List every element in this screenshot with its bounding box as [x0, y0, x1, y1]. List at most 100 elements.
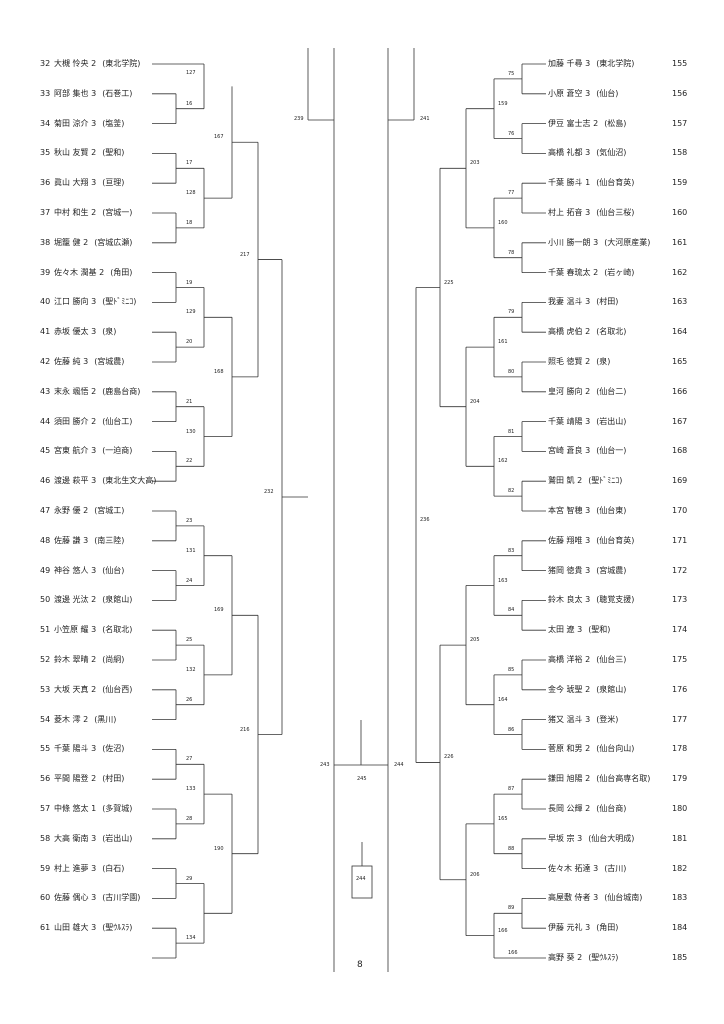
right-entry: 小川 勝一朗 3(大河原産業) — [548, 238, 650, 248]
player-name: 千葉 陽斗 3 — [54, 744, 97, 754]
right-entry: 長岡 公輝 2(仙台商) — [548, 804, 626, 814]
entry-number: 44 — [40, 416, 51, 426]
school-name: (仙台) — [102, 565, 125, 575]
player-name: 鈴木 良太 3 — [548, 595, 591, 605]
player-name: 伊豆 富士志 2 — [548, 118, 599, 128]
match-number: 132 — [186, 666, 196, 673]
player-name: 宮東 航介 3 — [54, 446, 97, 456]
match-number: 75 — [508, 70, 515, 77]
school-name: (宮城農) — [94, 357, 125, 366]
player-name: 阿部 集也 3 — [54, 88, 97, 98]
entry-number: 34 — [40, 118, 51, 128]
match-number: 80 — [508, 368, 515, 375]
entry-number: 38 — [40, 237, 51, 247]
match-number: 76 — [508, 130, 515, 137]
school-name: (白石) — [102, 863, 125, 873]
school-name: (仙台二) — [596, 386, 627, 396]
player-name: 鎌田 旭陽 2 — [548, 774, 591, 784]
player-name: 加藤 千尋 3 — [548, 59, 591, 68]
school-name: (聖ﾄﾞﾐﾆｺ) — [102, 297, 137, 307]
school-name: (岩出山) — [596, 416, 627, 426]
school-name: (宮城工) — [94, 506, 125, 515]
player-name: 中村 和生 2 — [54, 208, 97, 217]
match-number: 161 — [498, 339, 508, 346]
school-name: (仙台育英) — [596, 535, 635, 545]
match-number: 226 — [444, 754, 454, 761]
school-name: (塩釜) — [102, 118, 125, 128]
right-entry: 村上 拓音 3(仙台三桜) — [548, 208, 634, 218]
player-name: 菊田 涼介 3 — [54, 118, 97, 128]
entry-number: 163 — [672, 297, 688, 307]
match-number: 164 — [498, 696, 508, 703]
entry-number: 53 — [40, 684, 51, 694]
player-name: 佐藤 純 3 — [54, 357, 89, 366]
match-number: 217 — [240, 251, 250, 258]
player-name: 眞山 大翔 3 — [54, 178, 97, 188]
match-number: 88 — [508, 845, 515, 852]
entry-number: 173 — [672, 595, 688, 605]
right-entry: 加藤 千尋 3(東北学院) — [548, 59, 634, 69]
match-number: 127 — [186, 70, 196, 77]
right-entry: 小原 蒼空 3(仙台) — [548, 89, 618, 99]
match-number: 160 — [498, 219, 508, 226]
player-name: 太田 遼 3 — [548, 625, 583, 635]
entry-number: 182 — [672, 863, 688, 873]
match-number: 21 — [186, 398, 193, 405]
player-name: 猪岡 徳貴 3 — [548, 565, 591, 575]
school-name: (角田) — [110, 267, 133, 277]
match-number: 133 — [186, 786, 196, 793]
entry-number: 183 — [672, 893, 688, 903]
entry-number: 57 — [40, 804, 51, 813]
school-name: (聖ｳﾙｽﾗ) — [588, 953, 619, 962]
school-name: (東北生文大高) — [102, 476, 157, 486]
match-number: 19 — [186, 279, 193, 286]
match-number: 243 — [320, 762, 330, 768]
entry-number: 35 — [40, 148, 51, 158]
match-number: 162 — [498, 458, 508, 465]
player-name: 皇河 勝向 2 — [548, 386, 591, 396]
entry-number: 161 — [672, 237, 688, 247]
match-number: 87 — [508, 786, 515, 793]
match-number: 236 — [420, 516, 430, 523]
player-name: 高橋 虎伯 2 — [548, 327, 591, 337]
school-name: (聖ｳﾙｽﾗ) — [102, 923, 133, 933]
player-name: 大槻 怜央 2 — [54, 59, 97, 68]
player-name: 平間 陽登 2 — [54, 774, 97, 784]
right-entry: 我妻 温斗 3(村田) — [548, 297, 618, 307]
match-number: 244 — [356, 876, 366, 882]
player-name: 山田 雄大 3 — [54, 923, 97, 933]
entry-number: 177 — [672, 714, 688, 724]
player-name: 照毛 徳賢 2 — [548, 357, 591, 366]
match-number: 77 — [508, 190, 515, 197]
match-number: 203 — [470, 160, 480, 167]
player-name: 江口 勝向 3 — [54, 297, 97, 307]
entry-number: 52 — [40, 655, 51, 664]
player-name: 佐藤 翔唯 3 — [548, 535, 591, 545]
school-name: (岩出山) — [102, 833, 133, 843]
player-name: 金今 琥聖 2 — [548, 684, 591, 694]
match-number: 22 — [186, 458, 193, 465]
entry-number: 32 — [40, 59, 51, 68]
entry-number: 43 — [40, 386, 51, 396]
school-name: (仙台向山) — [596, 744, 635, 754]
school-name: (仙台高専名取) — [596, 774, 651, 784]
player-name: 小原 蒼空 3 — [548, 88, 591, 98]
match-number: 18 — [186, 219, 193, 226]
entry-number: 157 — [672, 118, 688, 128]
match-number: 166 — [498, 927, 508, 934]
school-name: (黒川) — [94, 714, 117, 724]
school-name: (石巻工) — [102, 88, 133, 98]
match-number: 17 — [186, 160, 193, 167]
school-name: (南三陸) — [94, 535, 125, 545]
school-name: (多賀城) — [102, 804, 133, 813]
